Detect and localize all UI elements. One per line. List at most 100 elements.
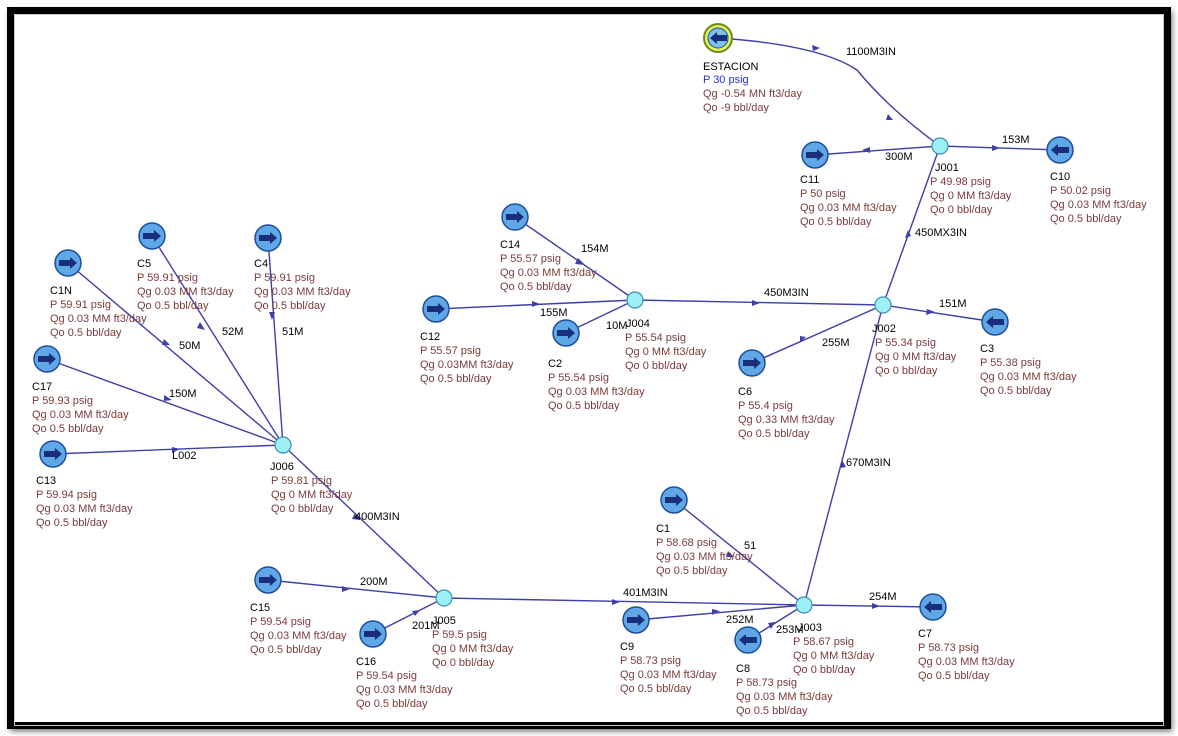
node-c5[interactable] — [138, 222, 166, 250]
junction-j002[interactable] — [874, 296, 892, 314]
pipe-j003-j002[interactable] — [803, 304, 884, 606]
label-c5: C5 P 59.91 psig Qg 0.03 MM ft3/day Qo 0.… — [137, 258, 234, 312]
pipe-c1-j003[interactable] — [673, 499, 805, 606]
junction-j005[interactable] — [435, 589, 453, 607]
pipe-c9-j003[interactable] — [635, 604, 805, 621]
left-arrow-icon — [986, 316, 1004, 328]
label-c1n: C1N P 59.91 psig Qg 0.03 MM ft3/day Qo 0… — [50, 285, 147, 339]
c2-pressure: P 55.54 psig — [548, 372, 609, 384]
c4-qo: Qo 0.5 bbl/day — [254, 300, 326, 312]
c2-qg: Qg 0.03 MM ft3/day — [548, 386, 645, 398]
node-c9[interactable] — [622, 606, 650, 634]
c7-qo: Qo 0.5 bbl/day — [918, 670, 990, 682]
pipe-c17-j006[interactable] — [46, 358, 284, 446]
j005-qg: Qg 0 MM ft3/day — [432, 643, 514, 655]
c7-qg: Qg 0.03 MM ft3/day — [918, 656, 1015, 668]
pipe-c1n-j006[interactable] — [67, 262, 284, 446]
pipe-label-450mx3in: 450MX3IN — [915, 227, 967, 239]
pipe-estacion-j001[interactable] — [718, 37, 941, 147]
node-c14[interactable] — [501, 203, 529, 231]
c3-pressure: P 55.38 psig — [980, 357, 1041, 369]
right-arrow-icon — [44, 448, 62, 460]
right-arrow-icon — [427, 303, 445, 315]
right-arrow-icon — [557, 327, 575, 339]
pipe-c11-j001[interactable] — [814, 145, 941, 156]
node-c10[interactable] — [1046, 136, 1074, 164]
pipe-j001-j002[interactable] — [882, 145, 941, 306]
pipe-c15-j005[interactable] — [267, 579, 445, 599]
node-c4[interactable] — [254, 224, 282, 252]
pipe-label-50m: 50M — [179, 340, 200, 352]
node-c1[interactable] — [660, 486, 688, 514]
j005-pressure: P 59.5 psig — [432, 629, 487, 641]
right-arrow-icon — [665, 494, 683, 506]
pipe-c4-j006[interactable] — [267, 237, 284, 446]
pipe-j003-c7[interactable] — [803, 604, 934, 608]
label-c6: C6 P 55.4 psig Qg 0.33 MM ft3/day Qo 0.5… — [738, 386, 835, 440]
junctions — [274, 137, 949, 614]
node-c8[interactable] — [734, 626, 762, 654]
pipe-j006-j005[interactable] — [282, 444, 445, 599]
pipe-label-201m: 201M — [412, 620, 440, 632]
j004-name: J004 — [626, 318, 650, 330]
left-arrow-icon — [924, 601, 942, 613]
flow-markers — [162, 45, 1000, 629]
label-c14: C14 P 55.57 psig Qg 0.03 MM ft3/day Qo 0… — [500, 239, 597, 293]
c16-name: C16 — [356, 656, 376, 668]
pipe-label-401m3in: 401M3IN — [623, 587, 668, 599]
node-c2[interactable] — [552, 319, 580, 347]
right-arrow-icon — [627, 614, 645, 626]
node-c12[interactable] — [422, 295, 450, 323]
junction-j006[interactable] — [274, 436, 292, 454]
node-c7[interactable] — [919, 593, 947, 621]
node-c3[interactable] — [981, 308, 1009, 336]
c12-qg: Qg 0.03MM ft3/day — [420, 359, 514, 371]
c11-name: C11 — [800, 174, 819, 186]
c10-qo: Qo 0.5 bbl/day — [1050, 213, 1122, 225]
right-arrow-icon — [259, 232, 277, 244]
c6-qo: Qo 0.5 bbl/day — [738, 428, 810, 440]
j002-qo: Qo 0 bbl/day — [875, 365, 938, 377]
c5-name: C5 — [137, 258, 151, 270]
c3-name: C3 — [980, 343, 994, 355]
c5-pressure: P 59.91 psig — [137, 272, 198, 284]
node-c15[interactable] — [254, 566, 282, 594]
c10-name: C10 — [1050, 171, 1070, 183]
junction-j001[interactable] — [931, 137, 949, 155]
pipe-c14-j004[interactable] — [514, 216, 636, 301]
label-j001: J001 P 49.98 psig Qg 0 MM ft3/day Qo 0 b… — [930, 162, 1012, 216]
node-c13[interactable] — [39, 440, 67, 468]
c15-pressure: P 59.54 psig — [250, 616, 311, 628]
c16-qo: Qo 0.5 bbl/day — [356, 698, 428, 710]
pipe-label-200m: 200M — [360, 576, 388, 588]
estacion-name: ESTACION — [703, 61, 758, 73]
node-c1n[interactable] — [54, 249, 82, 277]
pipe-label-400m3in: 400M3IN — [355, 511, 400, 523]
estacion-node[interactable] — [703, 23, 733, 53]
c1-name: C1 — [656, 523, 670, 535]
j003-qo: Qo 0 bbl/day — [793, 664, 856, 676]
node-c16[interactable] — [359, 620, 387, 648]
pipe-c13-j006[interactable] — [52, 444, 284, 455]
pipe-j004-j002[interactable] — [634, 299, 884, 306]
pipe-j002-c3[interactable] — [882, 304, 996, 323]
pipe-j005-j003[interactable] — [443, 597, 805, 606]
label-c17: C17 P 59.93 psig Qg 0.03 MM ft3/day Qo 0… — [32, 381, 129, 435]
node-c17[interactable] — [33, 345, 61, 373]
pipe-c6-j002[interactable] — [751, 304, 884, 364]
estacion-qo: Qo -9 bbl/day — [703, 102, 770, 114]
node-c6[interactable] — [738, 349, 766, 377]
c3-qg: Qg 0.03 MM ft3/day — [980, 371, 1077, 383]
j002-name: J002 — [872, 323, 896, 335]
pipe-c5-j006[interactable] — [151, 235, 284, 446]
c11-pressure: P 50 psig — [800, 188, 846, 200]
junction-j003[interactable] — [795, 596, 813, 614]
c12-name: C12 — [420, 331, 440, 343]
c1n-name: C1N — [50, 285, 72, 297]
node-c11[interactable] — [801, 141, 829, 169]
label-j004: J004 P 55.54 psig Qg 0 MM ft3/day Qo 0 b… — [625, 318, 707, 372]
c10-qg: Qg 0.03 MM ft3/day — [1050, 199, 1147, 211]
junction-j004[interactable] — [626, 291, 644, 309]
c15-name: C15 — [250, 602, 270, 614]
